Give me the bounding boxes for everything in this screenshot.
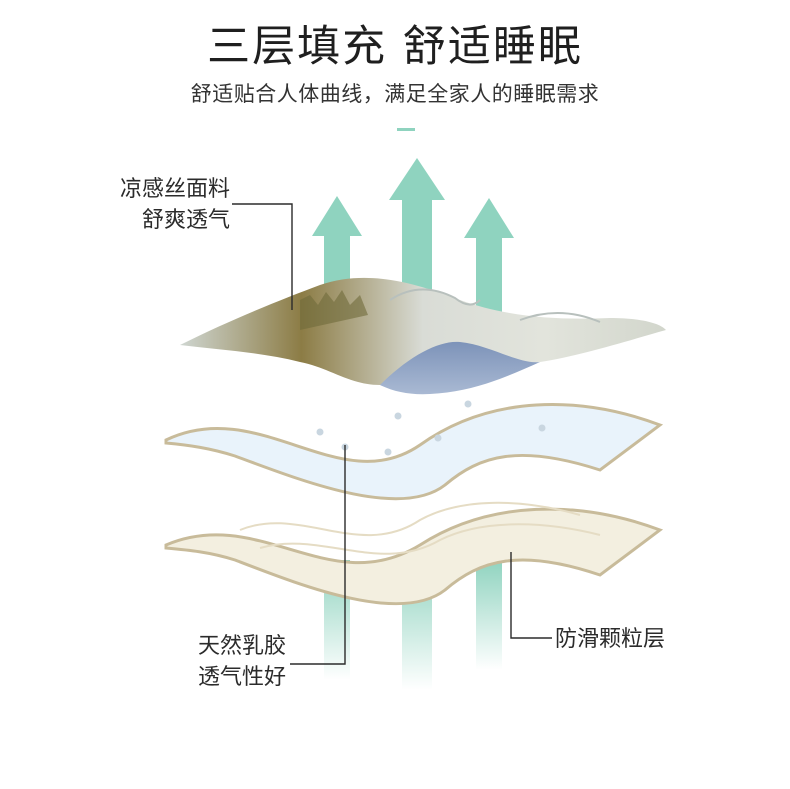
label-bottom-layer: 防滑颗粒层 [555, 624, 695, 655]
label-latex-layer-line2: 透气性好 [197, 665, 286, 690]
bottom-layer [164, 501, 664, 606]
fabric-layer [180, 277, 666, 395]
label-latex-layer-line1: 天然乳胶 [197, 634, 286, 659]
arrow-center [389, 158, 445, 690]
title-divider [397, 128, 415, 131]
page-title: 三层填充 舒适睡眠 [207, 22, 583, 72]
arrow-right [464, 198, 514, 670]
leader-bottom-layer [510, 552, 552, 639]
label-top-layer: 凉感丝面料 舒爽透气 [96, 174, 230, 236]
arrow-left [312, 196, 362, 680]
leader-latex-layer [290, 445, 346, 665]
label-latex-layer: 天然乳胶 透气性好 [186, 631, 286, 693]
leader-top-layer [232, 203, 293, 310]
leader-lines [232, 203, 552, 665]
label-top-layer-line2: 舒爽透气 [141, 208, 230, 233]
label-top-layer-line1: 凉感丝面料 [119, 177, 230, 202]
label-bottom-layer-text: 防滑颗粒层 [555, 627, 666, 652]
latex-layer [164, 400, 664, 501]
page-subtitle: 舒适贴合人体曲线，满足全家人的睡眠需求 [190, 82, 600, 106]
